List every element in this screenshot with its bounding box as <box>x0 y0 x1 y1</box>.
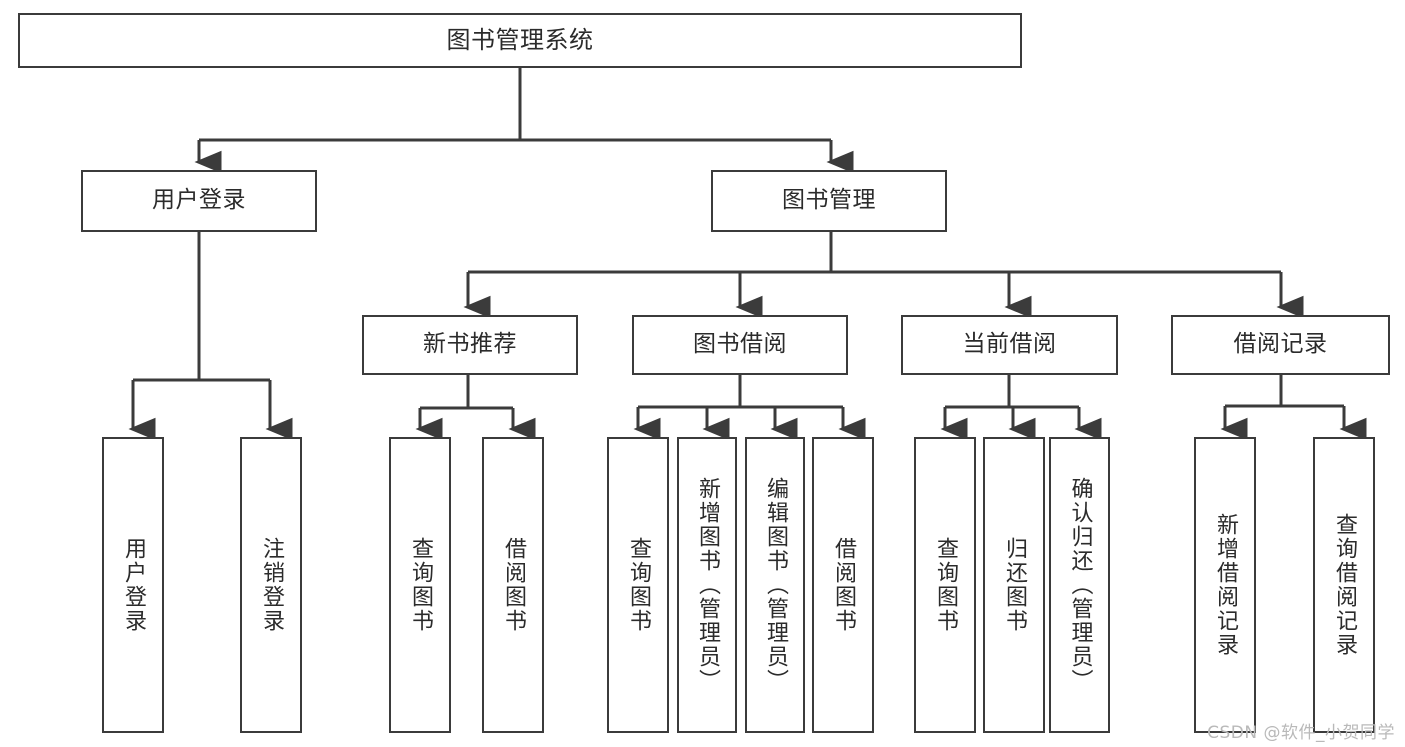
node-leaf-query-borrow-record[interactable]: 查询借阅记录 <box>1313 437 1375 733</box>
node-leaf-logout-login-label: 注销登录 <box>259 537 284 633</box>
node-book-manage[interactable]: 图书管理 <box>711 170 947 232</box>
node-leaf-confirm-return-label: 确认归还（管理员） <box>1067 477 1093 693</box>
node-leaf-logout-login[interactable]: 注销登录 <box>240 437 302 733</box>
node-new-book-recommend[interactable]: 新书推荐 <box>362 315 578 375</box>
node-leaf-user-login-label: 用户登录 <box>121 537 146 633</box>
watermark-text: CSDN @软件_小贺同学 <box>1207 723 1395 743</box>
node-leaf-add-book-label: 新增图书（管理员） <box>695 477 720 693</box>
node-current-borrow[interactable]: 当前借阅 <box>901 315 1118 375</box>
node-leaf-return-book[interactable]: 归还图书 <box>983 437 1045 733</box>
node-leaf-query-book-1-label: 查询图书 <box>408 537 433 633</box>
node-leaf-borrow-book-2-label: 借阅图书 <box>831 537 856 633</box>
node-leaf-add-borrow-record[interactable]: 新增借阅记录 <box>1194 437 1256 733</box>
node-borrow-record[interactable]: 借阅记录 <box>1171 315 1390 375</box>
node-book-borrow[interactable]: 图书借阅 <box>632 315 848 375</box>
node-leaf-query-book-3[interactable]: 查询图书 <box>914 437 976 733</box>
node-leaf-add-book[interactable]: 新增图书（管理员） <box>677 437 737 733</box>
node-book-borrow-label: 图书借阅 <box>693 331 787 358</box>
node-new-book-recommend-label: 新书推荐 <box>423 331 517 358</box>
node-leaf-borrow-book-1[interactable]: 借阅图书 <box>482 437 544 733</box>
node-leaf-query-book-2-label: 查询图书 <box>626 537 651 633</box>
node-leaf-query-book-1[interactable]: 查询图书 <box>389 437 451 733</box>
node-current-borrow-label: 当前借阅 <box>962 331 1057 358</box>
node-leaf-add-borrow-record-label: 新增借阅记录 <box>1213 513 1238 657</box>
node-root-label: 图书管理系统 <box>446 26 594 55</box>
node-root[interactable]: 图书管理系统 <box>18 13 1022 68</box>
node-user-login-label: 用户登录 <box>152 187 246 214</box>
node-book-manage-label: 图书管理 <box>782 187 876 214</box>
node-leaf-borrow-book-2[interactable]: 借阅图书 <box>812 437 874 733</box>
node-user-login[interactable]: 用户登录 <box>81 170 317 232</box>
node-leaf-return-book-label: 归还图书 <box>1002 537 1027 633</box>
node-leaf-query-borrow-record-label: 查询借阅记录 <box>1332 513 1357 657</box>
node-leaf-borrow-book-1-label: 借阅图书 <box>501 537 526 633</box>
node-leaf-edit-book[interactable]: 编辑图书（管理员） <box>745 437 805 733</box>
node-leaf-user-login[interactable]: 用户登录 <box>102 437 164 733</box>
node-leaf-query-book-3-label: 查询图书 <box>933 537 958 633</box>
node-leaf-confirm-return[interactable]: 确认归还（管理员） <box>1049 437 1110 733</box>
node-leaf-edit-book-label: 编辑图书（管理员） <box>763 477 788 693</box>
node-leaf-query-book-2[interactable]: 查询图书 <box>607 437 669 733</box>
node-borrow-record-label: 借阅记录 <box>1233 331 1328 358</box>
